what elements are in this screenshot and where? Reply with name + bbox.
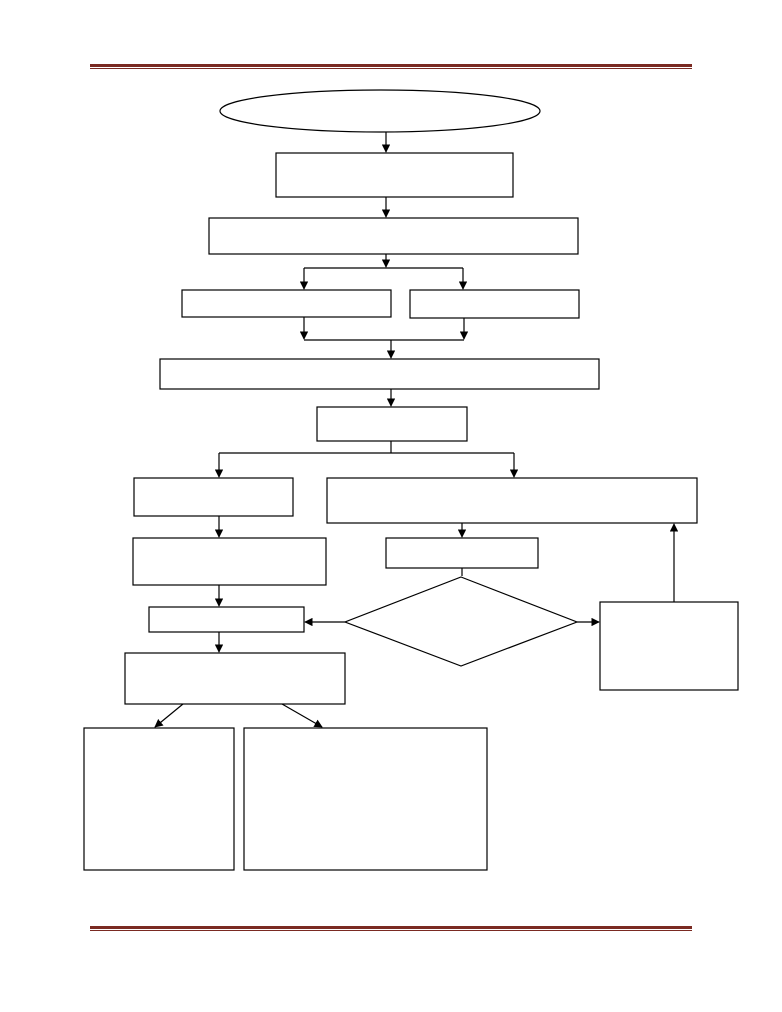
footer-rule xyxy=(90,926,692,931)
header-rule xyxy=(90,64,692,69)
node-right-wide xyxy=(326,477,698,524)
node-left-b xyxy=(132,537,327,586)
node-left-d xyxy=(124,652,346,705)
node-branch-left xyxy=(181,289,392,318)
node-split xyxy=(316,406,468,442)
node-output-left xyxy=(83,727,235,871)
node-step-1 xyxy=(275,152,514,198)
node-decision xyxy=(343,576,579,667)
node-right-a xyxy=(385,537,539,569)
connector-to-output-right xyxy=(281,703,323,728)
node-step-2 xyxy=(208,217,579,255)
node-loop-box xyxy=(599,601,739,691)
node-branch-right xyxy=(409,289,580,319)
node-output-right xyxy=(243,727,488,871)
node-merge xyxy=(159,358,600,390)
node-start xyxy=(219,89,541,133)
node-left-a xyxy=(133,477,294,517)
connector-to-output-left xyxy=(154,703,184,728)
node-left-c xyxy=(148,606,305,633)
